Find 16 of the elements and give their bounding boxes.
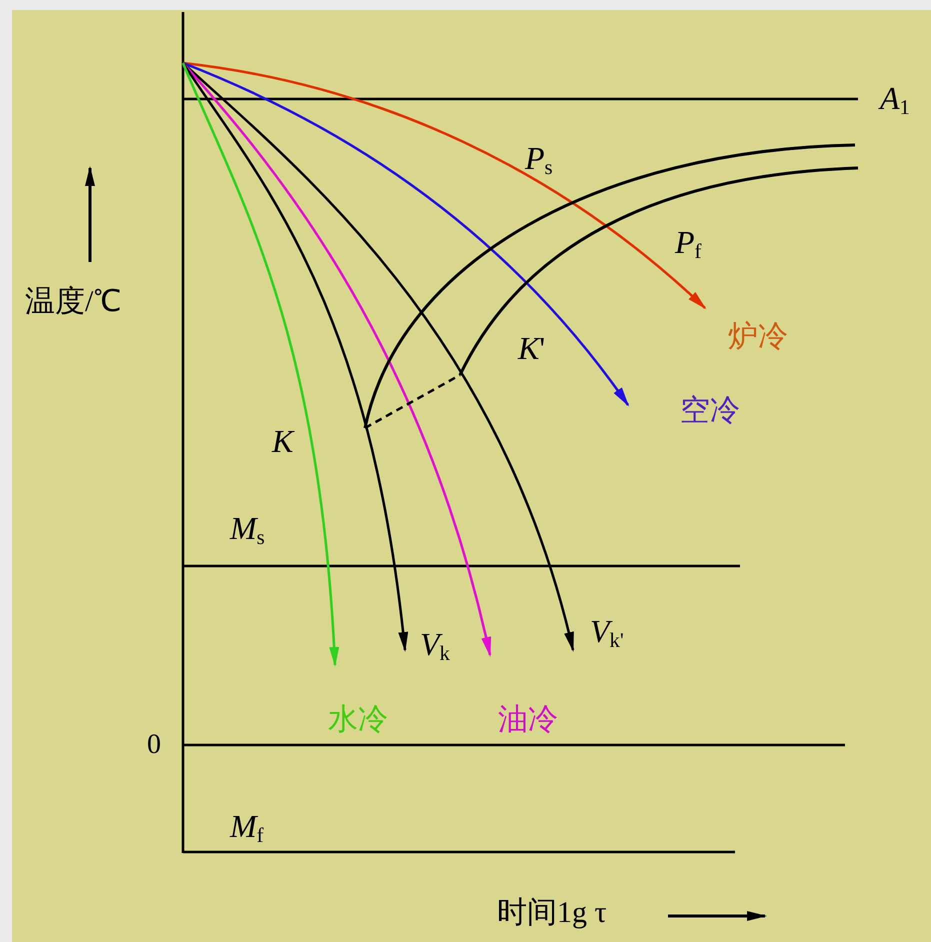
curve-label: 油冷 — [498, 705, 558, 735]
curve-label: V$_{k}$ — [420, 628, 450, 665]
curve-label: 水冷 — [328, 705, 388, 735]
curve-label: V$_{k'}$ — [590, 615, 624, 652]
line-label: M$_{f}$ — [230, 810, 264, 847]
curve-label: 炉冷 — [728, 322, 788, 352]
line-label: A$_{1}$ — [880, 82, 910, 119]
curve-label: P$_{s}$ — [525, 142, 553, 179]
curve-label: P$_{f}$ — [675, 226, 702, 263]
axis-label: 0 — [147, 731, 161, 759]
axis-label: 温度/℃ — [25, 287, 122, 317]
line-label: M$_{s}$ — [230, 512, 265, 549]
point-label: K' — [518, 332, 546, 364]
point-label: K — [272, 425, 294, 457]
curve-label: 空冷 — [680, 396, 740, 426]
axis-label: 时间1g τ — [497, 898, 607, 928]
